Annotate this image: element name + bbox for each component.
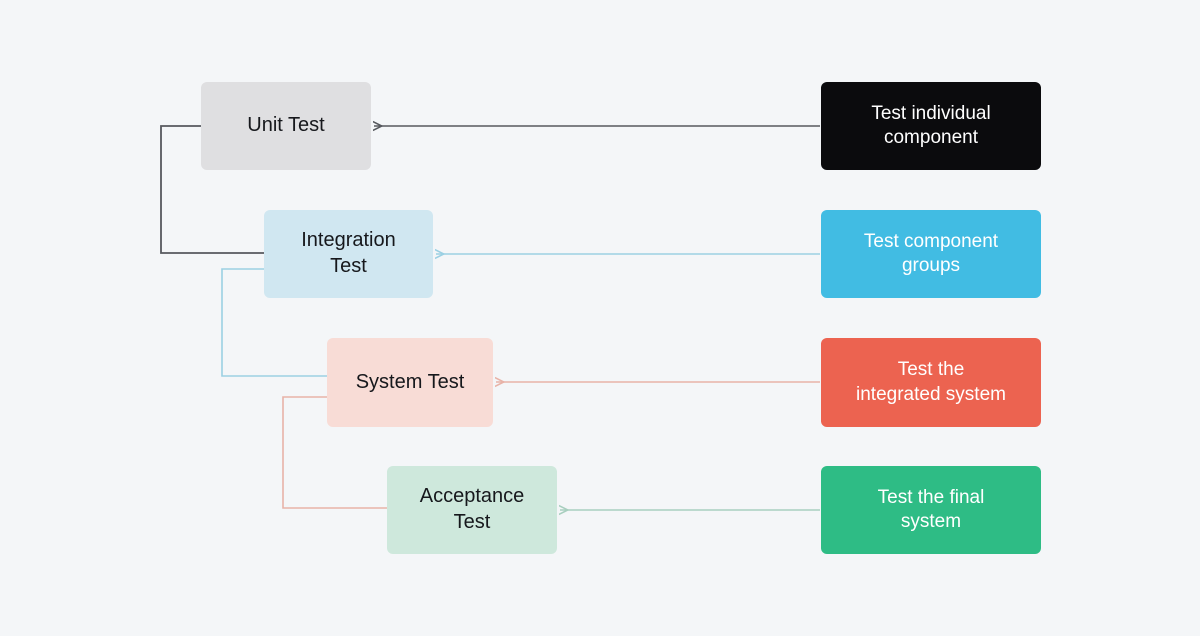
node-description-acceptance[interactable]: Test the final system	[821, 466, 1041, 554]
node-description-unit-label: Test individual component	[871, 102, 991, 148]
node-description-system-label: Test the integrated system	[856, 359, 1006, 405]
node-description-acceptance-label: Test the final system	[877, 486, 985, 532]
node-description-unit[interactable]: Test individual component	[821, 82, 1041, 170]
node-integration-test-label: Integration Test	[301, 229, 396, 277]
node-integration-test[interactable]: Integration Test	[264, 210, 433, 298]
node-acceptance-test[interactable]: Acceptance Test	[387, 466, 557, 554]
node-unit-test[interactable]: Unit Test	[201, 82, 371, 170]
node-description-system[interactable]: Test the integrated system	[821, 338, 1041, 427]
node-system-test-label: System Test	[355, 370, 465, 393]
node-description-integration-label: Test component groups	[863, 230, 999, 276]
node-system-test[interactable]: System Test	[327, 338, 493, 427]
node-unit-test-label: Unit Test	[247, 114, 325, 137]
node-description-integration[interactable]: Test component groups	[821, 210, 1041, 298]
node-acceptance-test-label: Acceptance Test	[419, 485, 525, 533]
